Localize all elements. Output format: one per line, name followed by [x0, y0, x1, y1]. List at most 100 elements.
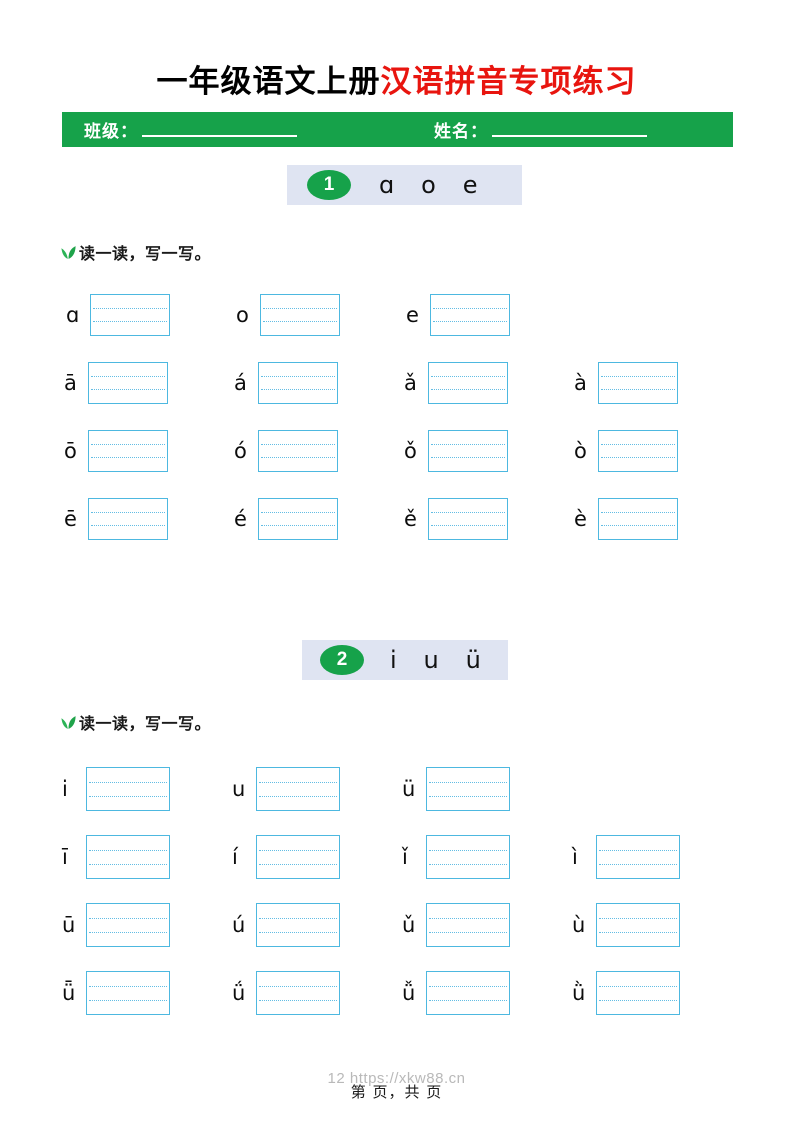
writing-box[interactable]	[260, 294, 340, 336]
writing-box[interactable]	[596, 903, 680, 947]
practice-cell: ǚ	[402, 971, 510, 1015]
practice-char: ē	[64, 506, 77, 531]
practice-char: u	[232, 776, 246, 801]
name-field[interactable]: 姓名：	[434, 112, 647, 147]
section-1-letters: ɑ o e	[379, 171, 479, 199]
section-2-letters: i u ü	[390, 646, 482, 674]
practice-char: i	[62, 776, 68, 801]
practice-char: ě	[404, 506, 417, 531]
practice-char: ù	[572, 912, 586, 937]
practice-row: i u ü	[0, 767, 793, 813]
practice-cell: ǐ	[402, 835, 510, 879]
writing-box[interactable]	[88, 498, 168, 540]
class-input-line[interactable]	[142, 134, 297, 137]
section-1-badge: 1	[307, 170, 351, 200]
practice-cell: u	[232, 767, 340, 811]
practice-cell: ě	[404, 498, 508, 540]
practice-char: ú	[232, 912, 246, 937]
practice-cell: e	[406, 294, 510, 336]
practice-char: ī	[62, 844, 68, 869]
practice-char: ì	[572, 844, 578, 869]
writing-box[interactable]	[426, 835, 510, 879]
writing-box[interactable]	[86, 971, 170, 1015]
writing-box[interactable]	[90, 294, 170, 336]
practice-char: ü	[402, 776, 416, 801]
practice-char: á	[234, 370, 247, 395]
writing-box[interactable]	[596, 835, 680, 879]
leaf-icon	[61, 715, 76, 729]
practice-char: ǔ	[402, 912, 416, 937]
practice-cell: ǔ	[402, 903, 510, 947]
writing-box[interactable]	[86, 767, 170, 811]
section-1-instruction-text: 读一读，写一写。	[79, 244, 212, 263]
practice-cell: ū	[62, 903, 170, 947]
writing-box[interactable]	[86, 903, 170, 947]
section-1-header: 1 ɑ o e	[287, 165, 522, 205]
writing-box[interactable]	[428, 362, 508, 404]
practice-char: e	[406, 302, 419, 327]
writing-box[interactable]	[258, 498, 338, 540]
writing-box[interactable]	[428, 430, 508, 472]
writing-box[interactable]	[256, 903, 340, 947]
practice-row: ǖ ǘ ǚ ǜ	[0, 971, 793, 1017]
name-input-line[interactable]	[492, 134, 647, 137]
watermark: 12 https://xkw88.cn	[327, 1070, 466, 1087]
leaf-icon	[61, 245, 76, 259]
practice-char: é	[234, 506, 247, 531]
section-2-badge: 2	[320, 645, 364, 675]
writing-box[interactable]	[426, 903, 510, 947]
practice-cell: ú	[232, 903, 340, 947]
practice-cell: è	[574, 498, 678, 540]
practice-row: ū ú ǔ ù	[0, 903, 793, 949]
practice-cell: ā	[64, 362, 168, 404]
practice-char: ǐ	[402, 844, 408, 869]
practice-cell: ǘ	[232, 971, 340, 1015]
writing-box[interactable]	[258, 362, 338, 404]
writing-box[interactable]	[256, 835, 340, 879]
practice-row: ī í ǐ ì	[0, 835, 793, 881]
writing-box[interactable]	[598, 362, 678, 404]
practice-char: ǚ	[402, 980, 416, 1005]
writing-box[interactable]	[598, 430, 678, 472]
writing-box[interactable]	[86, 835, 170, 879]
practice-cell: o	[236, 294, 340, 336]
practice-row: ɑ o e	[0, 294, 793, 340]
writing-box[interactable]	[428, 498, 508, 540]
practice-char: ǒ	[404, 438, 417, 463]
practice-char: ó	[234, 438, 247, 463]
practice-char: ò	[574, 438, 587, 463]
practice-cell: ɑ	[66, 294, 170, 336]
practice-row: ā á ǎ à	[0, 362, 793, 408]
writing-box[interactable]	[426, 971, 510, 1015]
practice-cell: á	[234, 362, 338, 404]
writing-box[interactable]	[256, 971, 340, 1015]
practice-cell: ē	[64, 498, 168, 540]
writing-box[interactable]	[256, 767, 340, 811]
practice-cell: ǒ	[404, 430, 508, 472]
practice-cell: à	[574, 362, 678, 404]
practice-cell: ì	[572, 835, 680, 879]
class-label: 班级：	[84, 122, 138, 142]
class-field[interactable]: 班级：	[84, 112, 297, 147]
practice-char: ǖ	[62, 980, 76, 1005]
page-number-footer: 第 页，共 页	[350, 1083, 443, 1101]
writing-box[interactable]	[598, 498, 678, 540]
section-2-instruction: 读一读，写一写。	[60, 710, 211, 734]
practice-cell: ǖ	[62, 971, 170, 1015]
practice-char: ǜ	[572, 980, 586, 1005]
practice-char: ǎ	[404, 370, 417, 395]
practice-char: ǘ	[232, 980, 246, 1005]
writing-box[interactable]	[258, 430, 338, 472]
page-title-subject: 一年级语文上册	[156, 64, 381, 100]
writing-box[interactable]	[426, 767, 510, 811]
practice-cell: ü	[402, 767, 510, 811]
writing-box[interactable]	[88, 362, 168, 404]
writing-box[interactable]	[88, 430, 168, 472]
practice-cell: í	[232, 835, 340, 879]
practice-cell: ǜ	[572, 971, 680, 1015]
page-title-topic: 汉语拼音专项练习	[380, 64, 637, 100]
writing-box[interactable]	[596, 971, 680, 1015]
writing-box[interactable]	[430, 294, 510, 336]
practice-cell: ò	[574, 430, 678, 472]
